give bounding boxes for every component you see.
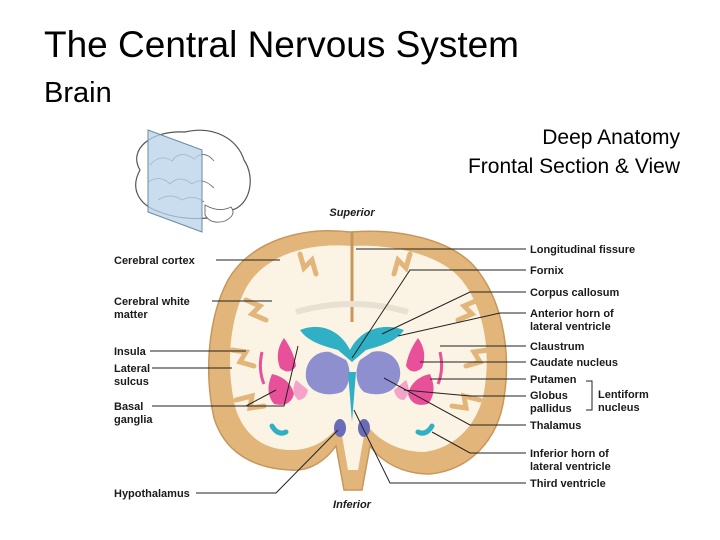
leader-third-ventricle xyxy=(353,409,526,484)
leader-corpus-callosum xyxy=(381,291,526,335)
label-lentiform-1: Lentiform xyxy=(598,389,649,401)
label-lateral-sulcus-1: Lateral xyxy=(114,363,150,375)
thalamus-right xyxy=(356,351,401,395)
lateral-ventricles xyxy=(300,326,404,362)
label-hypothalamus: Hypothalamus xyxy=(114,488,190,500)
right-labels: Longitudinal fissure Fornix Corpus callo… xyxy=(351,244,649,490)
thumbnail-cerebellum xyxy=(204,204,234,223)
label-caudate-nucleus: Caudate nucleus xyxy=(530,357,618,369)
label-longitudinal-fissure: Longitudinal fissure xyxy=(530,244,635,256)
lentiform-bracket xyxy=(586,380,593,411)
label-basal-ganglia-2: ganglia xyxy=(114,414,153,426)
label-claustrum: Claustrum xyxy=(530,341,585,353)
leader-inferior-horn xyxy=(431,431,526,454)
caudate-nucleus-left xyxy=(277,338,296,372)
label-lentiform-2: nucleus xyxy=(598,402,640,414)
third-ventricle xyxy=(348,372,356,422)
globus-pallidus-left xyxy=(293,380,308,400)
corpus-callosum-shape xyxy=(295,301,409,315)
label-white-matter-2: matter xyxy=(114,309,148,321)
brain-cross-section xyxy=(208,230,508,491)
label-thalamus: Thalamus xyxy=(530,420,581,432)
label-lateral-sulcus-2: sulcus xyxy=(114,376,149,388)
label-white-matter-1: Cerebral white xyxy=(114,296,190,308)
section-title: Deep Anatomy xyxy=(542,126,680,149)
globus-pallidus-right xyxy=(394,380,409,400)
section-plane xyxy=(147,129,203,233)
leader-basal-ganglia-putamen xyxy=(245,389,277,407)
brain-orientation-thumbnail xyxy=(135,129,251,233)
label-basal-ganglia-1: Basal xyxy=(114,401,143,413)
inferior-label: Inferior xyxy=(333,499,372,511)
label-insula: Insula xyxy=(114,346,147,358)
left-labels: Cerebral cortex Cerebral white matter In… xyxy=(114,255,339,500)
label-anterior-horn-2: lateral ventricle xyxy=(530,321,611,333)
claustrum-right xyxy=(436,351,444,385)
label-inferior-horn-1: Inferior horn of xyxy=(530,448,609,460)
page-subtitle: Brain xyxy=(44,77,112,109)
leader-globus-pallidus xyxy=(403,389,526,397)
label-globus-pallidus-1: Globus xyxy=(530,390,568,402)
label-globus-pallidus-2: pallidus xyxy=(530,403,572,415)
leader-hypothalamus xyxy=(196,429,339,494)
label-fornix: Fornix xyxy=(530,265,564,277)
label-corpus-callosum: Corpus callosum xyxy=(530,287,619,299)
hypothalamus-left xyxy=(334,419,346,437)
label-anterior-horn-1: Anterior horn of xyxy=(530,308,614,320)
inferior-horn-left xyxy=(269,423,289,436)
superior-label: Superior xyxy=(329,207,375,219)
thalamus-left xyxy=(305,351,350,395)
label-cerebral-cortex: Cerebral cortex xyxy=(114,255,196,267)
leader-basal-ganglia-caudate xyxy=(152,345,299,407)
page-title: The Central Nervous System xyxy=(44,24,520,65)
cerebral-white-matter xyxy=(230,245,487,470)
section-view-caption: Frontal Section & View xyxy=(467,155,680,178)
putamen-right xyxy=(408,374,434,405)
claustrum-left xyxy=(258,351,266,385)
inferior-horn-right xyxy=(415,423,435,436)
cortical-sulci xyxy=(229,251,491,411)
putamen-left xyxy=(268,374,294,405)
caudate-nucleus-right xyxy=(406,338,425,372)
label-third-ventricle: Third ventricle xyxy=(530,478,606,490)
label-putamen: Putamen xyxy=(530,374,577,386)
label-inferior-horn-2: lateral ventricle xyxy=(530,461,611,473)
leader-anterior-horn xyxy=(397,312,526,337)
leader-thalamus xyxy=(383,377,526,426)
leader-fornix xyxy=(351,269,526,359)
